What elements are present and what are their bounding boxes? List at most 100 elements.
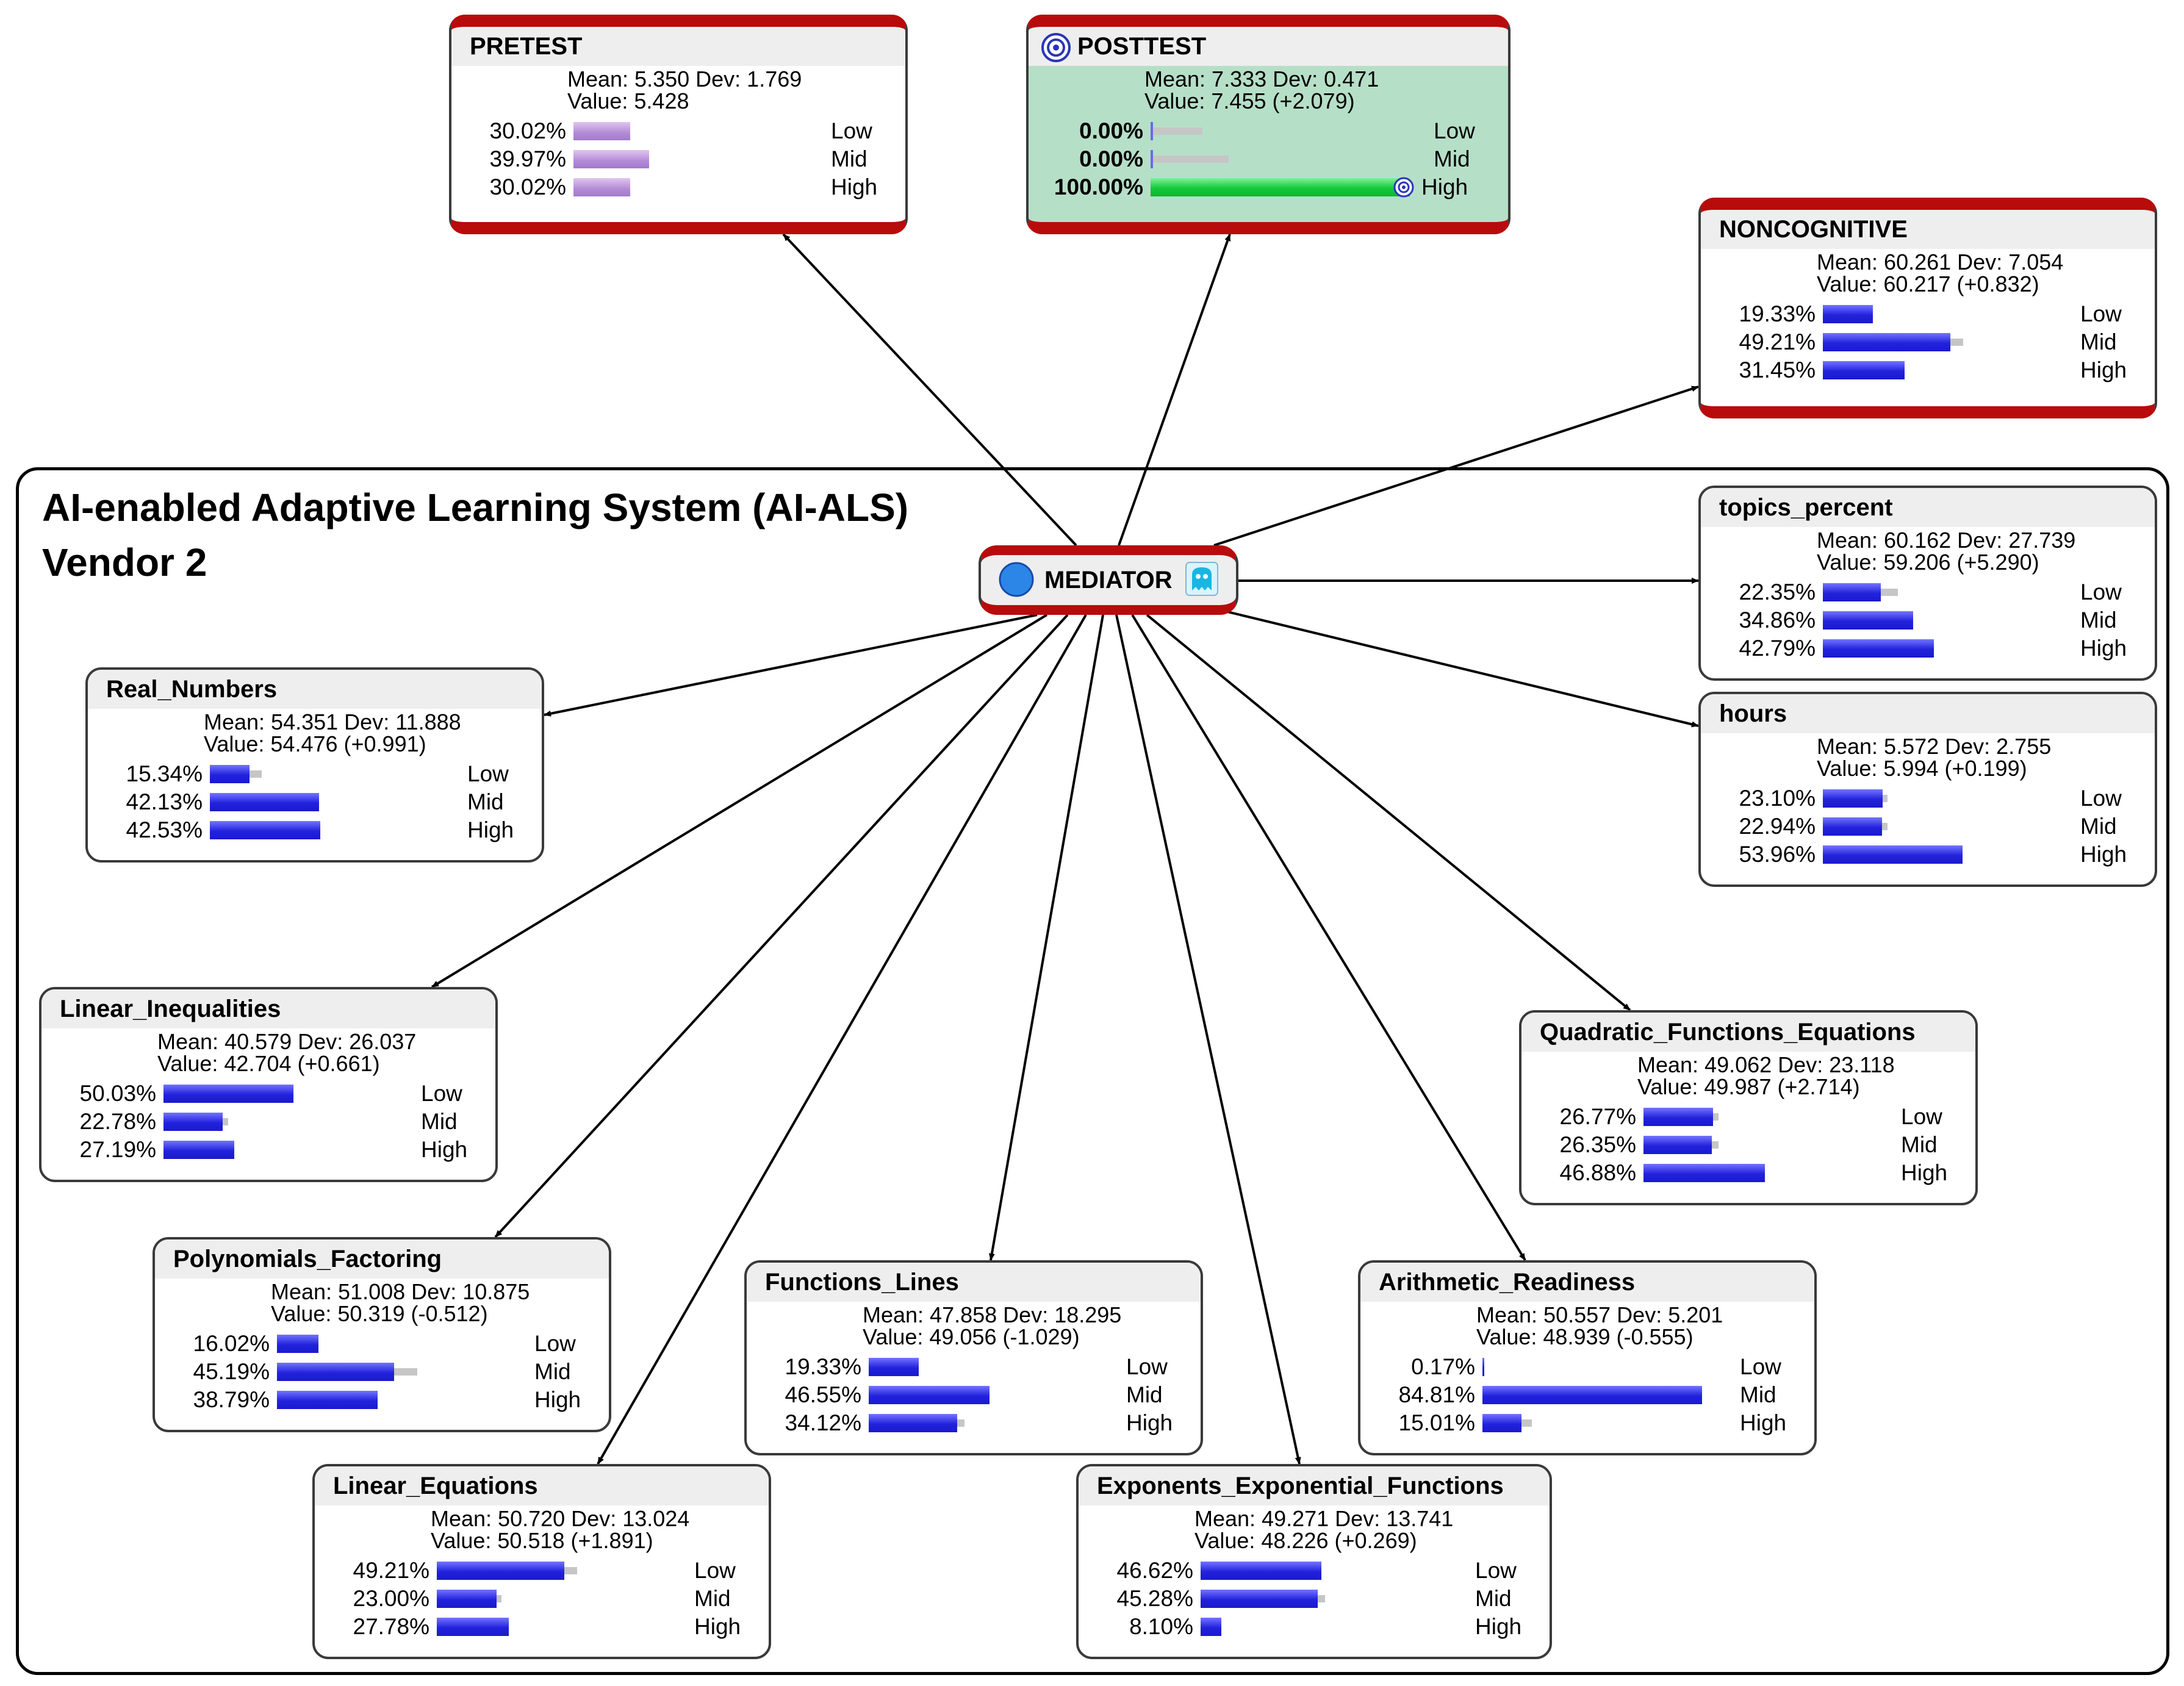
node-name: Exponents_Exponential_Functions [1097, 1473, 1504, 1499]
state-percent: 26.35% [1559, 1132, 1637, 1157]
belief-bar [1823, 639, 1934, 658]
group-title: AI-enabled Adaptive Learning System (AI-… [42, 480, 908, 590]
state-label: Mid [1434, 146, 1470, 171]
state-label: High [831, 174, 878, 199]
node-name: Linear_Inequalities [60, 995, 281, 1022]
mean-dev-text: Mean: 40.579 Dev: 26.037 [157, 1029, 417, 1054]
value-text: Value: 60.217 (+0.832) [1817, 271, 2039, 296]
belief-bar [277, 1391, 378, 1409]
edge-arrow [1220, 609, 1699, 728]
belief-bar [210, 821, 320, 839]
state-label: Mid [1126, 1382, 1163, 1407]
state-row-mid: 23.00%Mid [315, 1585, 769, 1613]
state-label: Low [1901, 1104, 1942, 1129]
mean-dev-text: Mean: 51.008 Dev: 10.875 [271, 1279, 530, 1304]
node-title: Linear_Equations [315, 1466, 769, 1505]
state-row-low: 0.17%Low [1360, 1353, 1814, 1381]
belief-bar [869, 1386, 990, 1404]
state-row-low: 0.00%Low [1029, 117, 1508, 145]
node-title: PRETEST [451, 27, 905, 66]
state-percent: 50.03% [79, 1081, 157, 1106]
value-text: Value: 54.476 (+0.991) [204, 731, 426, 756]
state-label: High [694, 1614, 741, 1639]
state-row-low: 30.02%Low [451, 117, 905, 145]
node-title: Polynomials_Factoring [155, 1239, 609, 1279]
edge-arrow [544, 614, 1038, 717]
belief-bar [277, 1335, 319, 1353]
state-row-high: 27.19%High [41, 1136, 495, 1164]
mean-dev-text: Mean: 60.261 Dev: 7.054 [1817, 249, 2064, 274]
state-label: High [534, 1387, 581, 1412]
state-percent: 0.00% [1079, 118, 1143, 143]
state-row-high: 15.01%High [1360, 1409, 1814, 1437]
state-percent: 8.10% [1129, 1614, 1193, 1639]
group-ai-als: AI-enabled Adaptive Learning System (AI-… [16, 467, 2169, 1675]
edge-arrow [1118, 234, 1231, 546]
state-percent: 16.02% [193, 1331, 270, 1356]
state-label: High [1421, 174, 1468, 199]
state-row-high: 34.12%High [747, 1409, 1201, 1437]
belief-bar [163, 1085, 293, 1103]
state-row-mid: 49.21%Mid [1701, 328, 2155, 356]
value-text: Value: 50.319 (-0.512) [271, 1301, 488, 1326]
state-percent: 53.96% [1739, 842, 1816, 867]
state-percent: 42.79% [1739, 636, 1816, 661]
node-name: POSTTEST [1077, 33, 1207, 60]
state-label: Mid [1740, 1382, 1776, 1407]
mean-dev-text: Mean: 54.351 Dev: 11.888 [204, 709, 461, 734]
node-title: Quadratic_Functions_Equations [1521, 1013, 1975, 1052]
edge-arrow [1115, 614, 1301, 1465]
state-label: Low [1126, 1354, 1168, 1379]
state-row-low: 16.02%Low [155, 1330, 609, 1358]
state-label: Mid [831, 146, 867, 171]
state-label: High [2080, 357, 2127, 382]
previous-belief-bar [1151, 127, 1202, 135]
state-row-mid: 34.86%Mid [1701, 606, 2155, 634]
node-title: Real_Numbers [88, 670, 542, 709]
state-row-high: 27.78%High [315, 1613, 769, 1641]
value-text: Value: 5.994 (+0.199) [1817, 756, 2027, 781]
state-percent: 46.55% [785, 1382, 862, 1407]
state-label: Mid [1901, 1132, 1938, 1157]
mediator-node[interactable]: MEDIATOR [979, 545, 1238, 615]
state-label: Mid [2080, 608, 2117, 633]
belief-bar [869, 1414, 957, 1432]
belief-bar [1823, 817, 1883, 836]
state-row-low: 15.34%Low [88, 760, 542, 788]
state-row-low: 23.10%Low [1701, 784, 2155, 813]
mean-dev-text: Mean: 49.271 Dev: 13.741 [1194, 1506, 1454, 1531]
state-row-high: 42.53%High [88, 816, 542, 844]
state-label: Low [2080, 301, 2122, 326]
state-row-low: 46.62%Low [1079, 1557, 1550, 1585]
node-title: Linear_Inequalities [41, 989, 495, 1028]
state-label: Low [467, 761, 509, 786]
state-percent: 100.00% [1054, 174, 1143, 199]
state-label: Mid [2080, 329, 2117, 354]
edge-arrow [1146, 614, 1631, 1011]
state-percent: 39.97% [489, 146, 567, 171]
state-percent: 19.33% [1739, 301, 1816, 326]
belief-bar [573, 150, 649, 168]
